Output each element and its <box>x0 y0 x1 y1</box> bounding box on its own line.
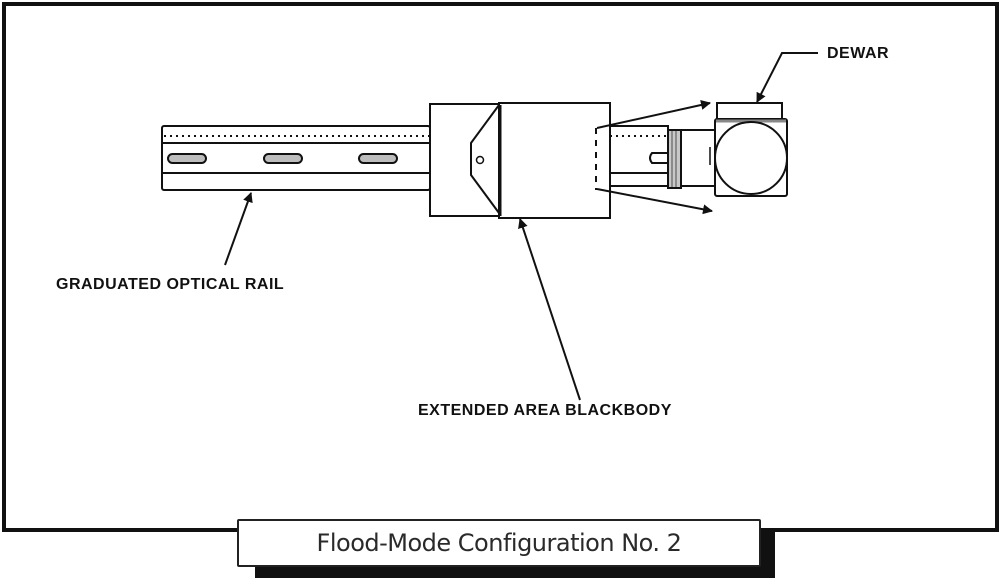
rail-slot <box>167 153 207 164</box>
blackbody-cone <box>470 104 500 214</box>
adapter-body <box>680 129 720 187</box>
flood-beam-arrows <box>596 100 713 215</box>
beam-arrow-lower <box>596 188 713 215</box>
beam-arrow-upper <box>596 100 711 129</box>
dewar <box>709 102 788 197</box>
blackbody-leader-arrow <box>518 218 581 401</box>
adapter-collar <box>667 129 682 189</box>
dewar-leader-arrow <box>756 52 818 103</box>
rail-leader-arrow <box>224 192 253 266</box>
dewar-window <box>714 121 788 195</box>
dewar-label: DEWAR <box>827 45 890 62</box>
caption-box: Flood-Mode Configuration No. 2 <box>237 519 761 567</box>
dewar-cap <box>716 102 783 120</box>
extended-area-blackbody <box>429 102 611 219</box>
diagram-frame <box>2 2 999 532</box>
rail-slot <box>358 153 398 164</box>
rail-right-slot <box>649 152 668 164</box>
rail-slot <box>263 153 303 164</box>
rail-right-segment <box>609 125 669 187</box>
leader-arrows <box>224 52 818 401</box>
dewar-adapter <box>667 129 720 189</box>
rail-label: GRADUATED OPTICAL RAIL <box>56 276 285 293</box>
figure-caption: Flood-Mode Configuration No. 2 <box>316 529 682 557</box>
graduated-optical-rail <box>161 125 431 191</box>
blackbody-housing <box>498 102 611 219</box>
blackbody-screw <box>475 155 485 165</box>
blackbody-label: EXTENDED AREA BLACKBODY <box>418 402 672 419</box>
